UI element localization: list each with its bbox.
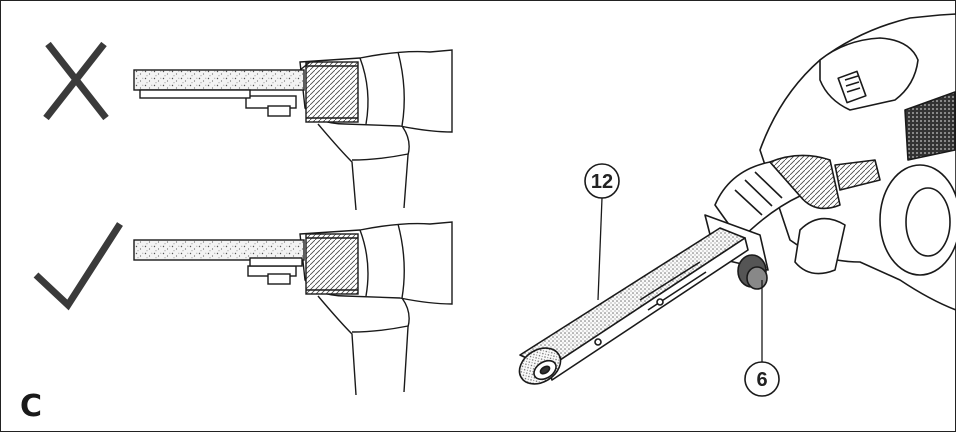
callout-knob-text: 6 xyxy=(756,369,767,391)
tool-side-view-correct xyxy=(133,221,453,396)
callout-belt: 12 xyxy=(584,163,620,199)
belt-sander-perspective xyxy=(518,13,956,385)
tool-side-view-incorrect xyxy=(133,49,453,211)
callout-leader-belt xyxy=(597,197,603,301)
figure-label: C xyxy=(20,389,42,424)
callout-knob: 6 xyxy=(744,361,780,397)
cross-icon xyxy=(43,41,109,121)
checkmark-icon xyxy=(33,222,123,311)
callout-belt-text: 12 xyxy=(591,171,613,193)
